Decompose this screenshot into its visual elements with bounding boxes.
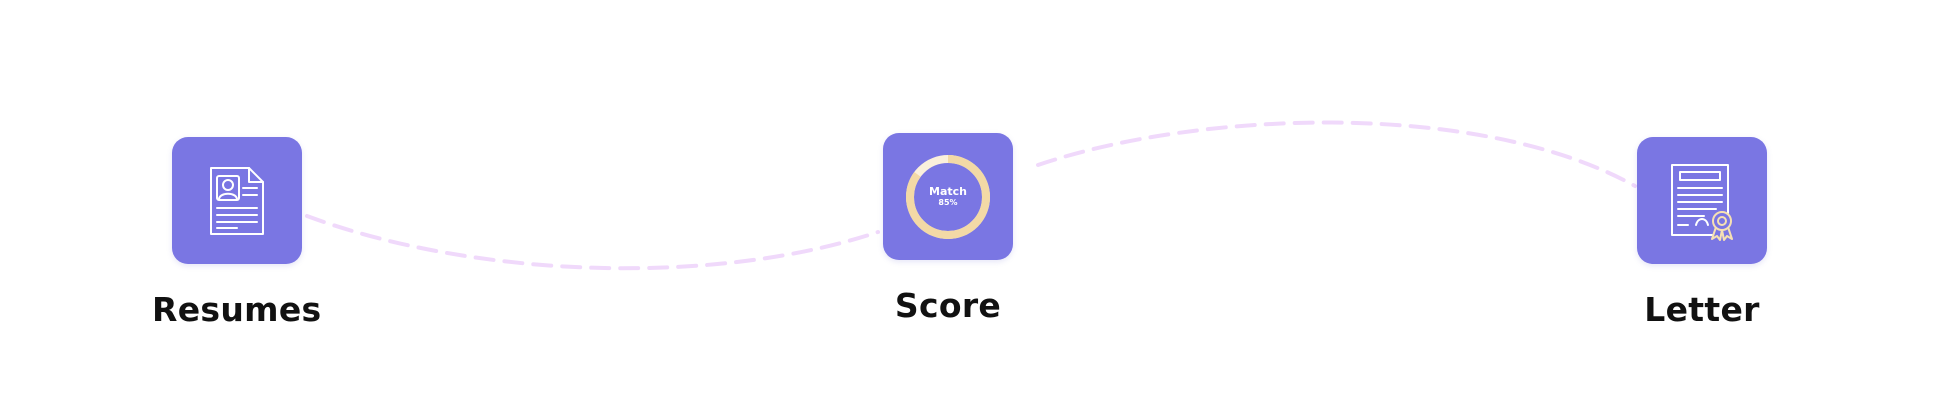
step-score: Match 85% Score xyxy=(883,133,1013,325)
step-label-resumes: Resumes xyxy=(152,290,322,329)
match-progress-arc xyxy=(906,154,990,239)
certificate-letter-icon xyxy=(1671,163,1733,241)
step-label-letter: Letter xyxy=(1644,290,1760,329)
letter-tile[interactable] xyxy=(1637,137,1767,264)
resume-document-icon xyxy=(209,166,264,235)
connector-resumes-to-score xyxy=(305,214,880,271)
score-tile[interactable]: Match 85% xyxy=(883,133,1013,260)
match-value: 85% xyxy=(938,198,958,208)
connector-score-to-letter xyxy=(1036,120,1637,188)
step-label-score: Score xyxy=(894,286,1002,325)
match-title: Match xyxy=(929,184,967,198)
match-score-ring-icon: Match 85% xyxy=(904,153,992,241)
step-resumes: Resumes xyxy=(152,137,321,329)
resumes-tile[interactable] xyxy=(171,137,302,264)
step-letter: Letter xyxy=(1637,137,1767,329)
